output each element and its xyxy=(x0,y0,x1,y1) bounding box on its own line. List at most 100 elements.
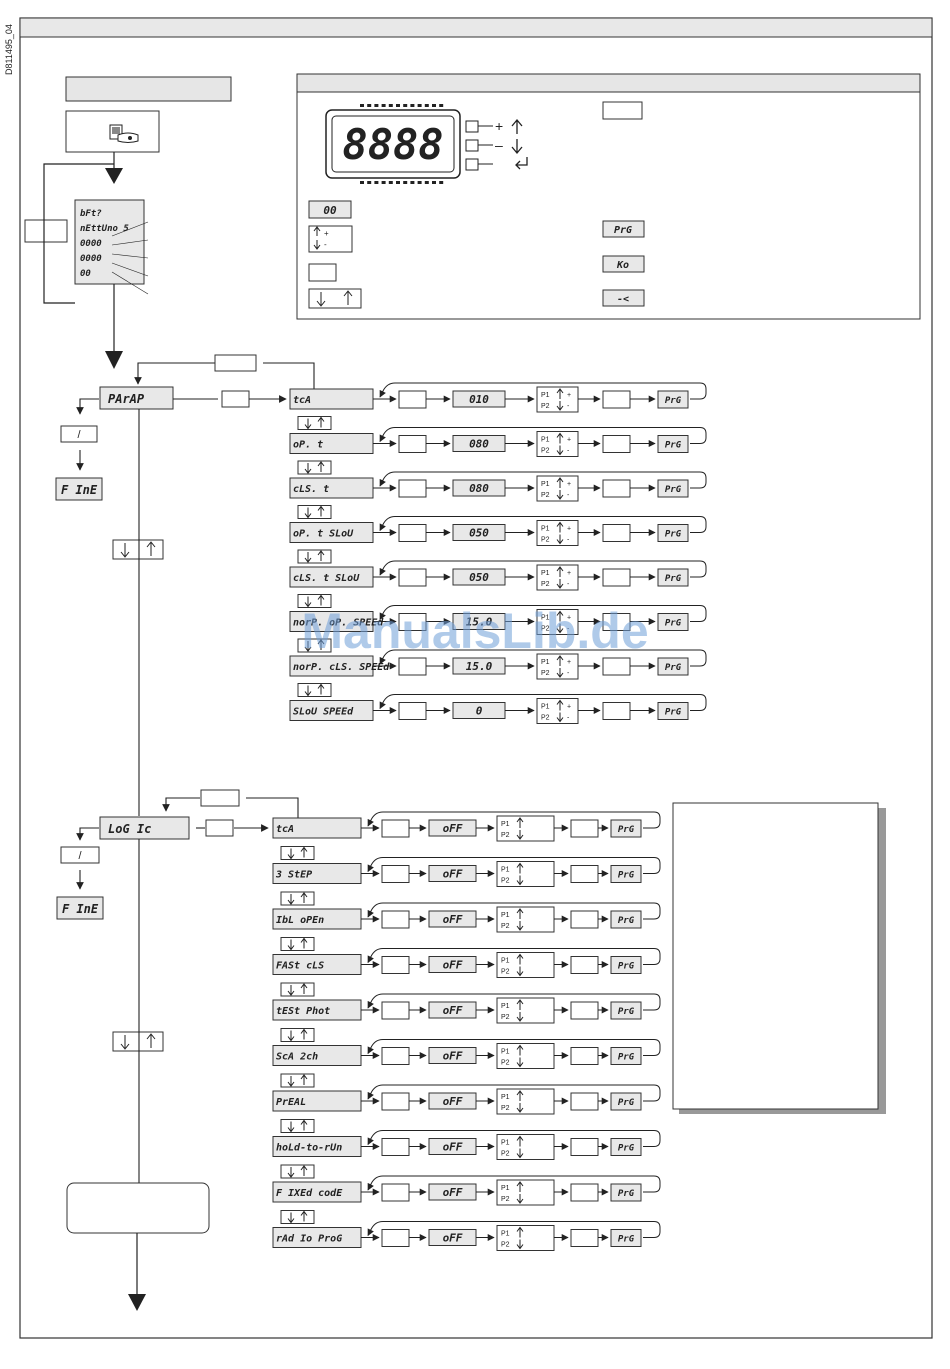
row-label: ScA 2ch xyxy=(276,1052,318,1063)
row-nav-up-icon xyxy=(300,937,308,949)
row-confirm-box xyxy=(570,1047,599,1065)
display-tick xyxy=(424,181,429,184)
legend-updown-box xyxy=(308,225,353,253)
row-value: oFF xyxy=(443,959,463,972)
display-tick xyxy=(360,104,364,107)
logic-fine: F InE xyxy=(62,902,99,916)
p1-up-icon xyxy=(516,1181,524,1192)
boot-pointer xyxy=(111,271,149,295)
p2-label: P2 xyxy=(501,1060,510,1067)
p1-label: P1 xyxy=(541,437,550,444)
row-nav-box xyxy=(297,460,332,475)
p1-label: P1 xyxy=(541,615,550,622)
p2-label: P2 xyxy=(501,923,510,930)
row-loop-arrow xyxy=(379,516,707,533)
row-prg-box xyxy=(610,1229,642,1247)
p1p2-box xyxy=(496,997,555,1024)
legend-plus: + xyxy=(324,229,329,238)
p2-label: P2 xyxy=(501,1105,510,1112)
legend-box-top-right xyxy=(602,101,643,120)
row-confirm-box xyxy=(570,1229,599,1247)
row-prg-box xyxy=(610,1047,642,1065)
param-menu-label: PArAP xyxy=(108,392,145,406)
row-value: 0 xyxy=(476,705,483,718)
row-confirm-box xyxy=(570,1092,599,1111)
p2-down-icon xyxy=(516,875,524,886)
p2-down-icon xyxy=(516,921,524,931)
row-loop-arrow xyxy=(367,1221,661,1238)
p2-label: P2 xyxy=(541,492,550,499)
boot-pointer xyxy=(111,253,149,259)
p2-down-icon xyxy=(556,668,564,678)
logic-nav-box xyxy=(112,1031,164,1052)
row-label: 3 StEP xyxy=(275,870,312,881)
p1-plus: + xyxy=(567,437,571,444)
row-loop-arrow xyxy=(367,1175,661,1193)
row-value: oFF xyxy=(443,1186,463,1199)
p2-label: P2 xyxy=(501,1014,510,1021)
p1p2-box xyxy=(496,861,555,887)
bottom-down-arrow xyxy=(128,1294,146,1311)
row-loop-arrow xyxy=(379,694,707,711)
p1p2-box xyxy=(536,475,579,502)
p1-plus: + xyxy=(567,570,571,577)
p1-label: P1 xyxy=(541,704,550,711)
row-label: tESt Phot xyxy=(276,1006,330,1017)
row-confirm-box xyxy=(570,1001,599,1020)
row-value: oFF xyxy=(443,1050,463,1063)
row-prg-box xyxy=(610,910,642,929)
row-confirm-box xyxy=(602,568,631,587)
logic-nav-up-icon xyxy=(146,1033,156,1048)
row-prg: PrG xyxy=(618,916,635,926)
row-prg: PrG xyxy=(618,825,635,835)
row-enter-box xyxy=(398,702,427,720)
row-nav-box xyxy=(280,846,315,860)
p1-label: P1 xyxy=(501,1231,510,1238)
boot-line: 0000 xyxy=(80,239,102,249)
p1-label: P1 xyxy=(501,821,510,828)
p1-label: P1 xyxy=(501,1185,510,1192)
p1-label: P1 xyxy=(501,912,510,919)
row-confirm-box xyxy=(602,702,631,720)
legend-minus: - xyxy=(324,240,327,249)
row-prg-box xyxy=(610,865,642,883)
enter-arrow-icon xyxy=(515,157,528,170)
p2-minus: - xyxy=(567,670,570,677)
p2-minus: - xyxy=(567,626,570,633)
row-value: oFF xyxy=(443,1095,463,1108)
row-confirm-box xyxy=(602,524,631,542)
row-prg-box xyxy=(657,702,689,720)
p1-up-icon xyxy=(556,388,564,399)
p2-label: P2 xyxy=(541,626,550,633)
row-loop-arrow xyxy=(367,1084,661,1102)
p2-down-icon xyxy=(556,401,564,411)
p1-label: P1 xyxy=(541,659,550,666)
display-tick xyxy=(381,104,386,107)
legend-empty-box xyxy=(308,263,337,282)
row-label: cLS. t SLoU xyxy=(293,573,360,584)
row-prg-box xyxy=(657,613,689,631)
p1-up-icon xyxy=(556,432,564,444)
row-confirm-box xyxy=(570,956,599,974)
row-prg-box xyxy=(657,390,689,409)
p1p2-box xyxy=(496,1134,555,1160)
row-loop-arrow xyxy=(379,427,707,444)
boot-pointer xyxy=(111,262,149,277)
row-nav-down-icon xyxy=(304,507,312,519)
legend-back-box xyxy=(602,289,645,307)
row-prg-box xyxy=(610,819,642,838)
legend-header xyxy=(296,73,921,93)
row-enter-box xyxy=(381,1092,410,1111)
row-label: norP. cLS. SPEEd xyxy=(293,662,390,673)
row-prg: PrG xyxy=(665,708,682,718)
row-prg: PrG xyxy=(665,619,682,629)
